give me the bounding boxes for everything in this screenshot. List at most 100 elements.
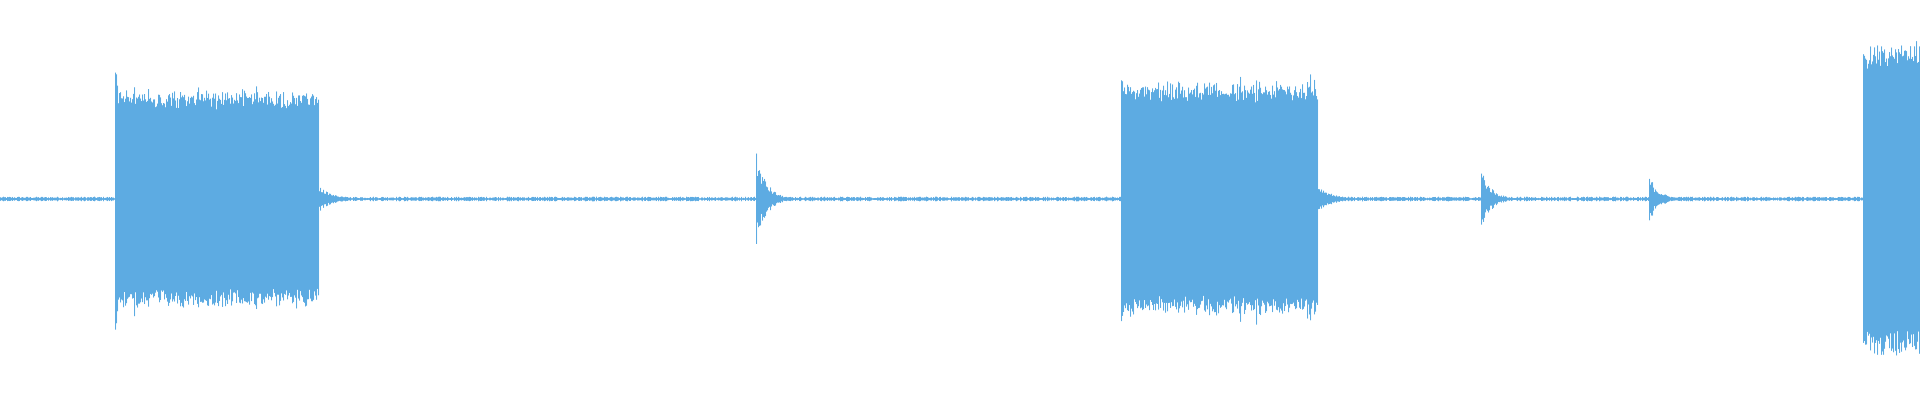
waveform-sample [1184,90,1186,313]
waveform-sample [1870,46,1872,351]
waveform-sample [901,196,903,202]
waveform-sample [1171,99,1173,303]
waveform-sample [1386,197,1388,201]
waveform-sample [1594,197,1596,201]
waveform-sample [789,197,791,201]
waveform-sample [1466,197,1468,201]
waveform-sample [154,99,156,297]
waveform-sample [600,196,602,202]
waveform-sample [888,198,890,200]
waveform-sample [1493,190,1495,208]
waveform-sample [1415,197,1417,201]
waveform-sample [887,197,889,201]
waveform-sample [1491,192,1493,206]
waveform-sample [773,192,775,206]
waveform-sample [362,197,364,201]
waveform-sample [1106,196,1108,202]
waveform-sample [1819,196,1821,202]
waveform-sample [207,97,209,306]
waveform-sample [1155,87,1157,311]
waveform-sample [1502,196,1504,201]
waveform-sample [1546,196,1548,202]
waveform-sample [871,197,873,201]
waveform-sample [583,197,585,201]
waveform-sample [500,197,502,201]
waveform-sample [761,183,763,214]
waveform-sample [259,97,261,294]
waveform-sample [422,197,424,201]
waveform-sample [496,197,498,201]
waveform-sample [320,187,322,211]
waveform-sample [1861,197,1863,201]
waveform-sample [993,198,995,200]
waveform-sample [1167,81,1169,312]
waveform-sample [762,177,764,221]
waveform-sample [875,197,877,201]
waveform-sample [913,197,915,201]
waveform-sample [771,191,773,207]
waveform-sample [1681,196,1683,202]
waveform-sample [598,197,600,201]
waveform-sample [647,197,649,201]
waveform-sample [1687,197,1689,201]
waveform-sample [1419,197,1421,201]
waveform-sample [650,197,652,202]
waveform-sample [145,99,147,298]
waveform-sample [252,104,254,293]
waveform-sample [1526,196,1528,202]
waveform-sample [921,197,923,201]
waveform-sample [539,197,541,201]
waveform-sample [1409,197,1411,201]
waveform-sample [265,96,267,297]
waveform-sample [373,196,375,202]
waveform-sample [1105,197,1107,201]
waveform-sample [1109,197,1111,201]
waveform-sample [748,197,750,201]
waveform-sample [263,102,265,300]
waveform-sample [1313,95,1315,301]
waveform-sample [277,103,279,295]
waveform-sample [671,198,673,200]
waveform-sample [810,196,812,202]
waveform-sample [82,197,84,201]
waveform-sample [451,197,453,202]
waveform-sample [1278,90,1280,308]
waveform-sample [85,197,87,201]
waveform-sample [117,85,119,312]
waveform-sample [1817,197,1819,201]
waveform-sample [242,89,244,304]
waveform-sample [1690,196,1692,202]
waveform-sample [506,197,508,201]
waveform-sample [323,189,325,208]
waveform-sample [335,195,337,203]
waveform-sample [596,196,598,202]
waveform-sample [313,95,315,300]
waveform-sample [916,197,918,201]
waveform-sample [1775,197,1777,201]
waveform-sample [846,197,848,201]
waveform-sample [1275,97,1277,302]
waveform-sample [1786,197,1788,201]
waveform-sample [31,198,33,201]
waveform-sample [1331,193,1333,205]
waveform-sample [634,197,636,201]
waveform-sample [20,198,22,200]
waveform-sample [1511,196,1513,202]
waveform-sample [1541,196,1543,201]
waveform-sample [1634,197,1636,201]
waveform-sample [1499,195,1501,203]
waveform-sample [379,198,381,200]
waveform-sample [832,197,834,201]
waveform-sample [574,196,576,202]
waveform-sample [492,197,494,201]
waveform-sample [512,198,514,200]
waveform-sample [643,198,645,200]
waveform-sample [1377,197,1379,201]
waveform-sample [569,197,571,201]
waveform-sample [1742,197,1744,201]
waveform-sample [1739,198,1741,200]
waveform-sample [1643,197,1645,201]
waveform-sample [1009,197,1011,201]
